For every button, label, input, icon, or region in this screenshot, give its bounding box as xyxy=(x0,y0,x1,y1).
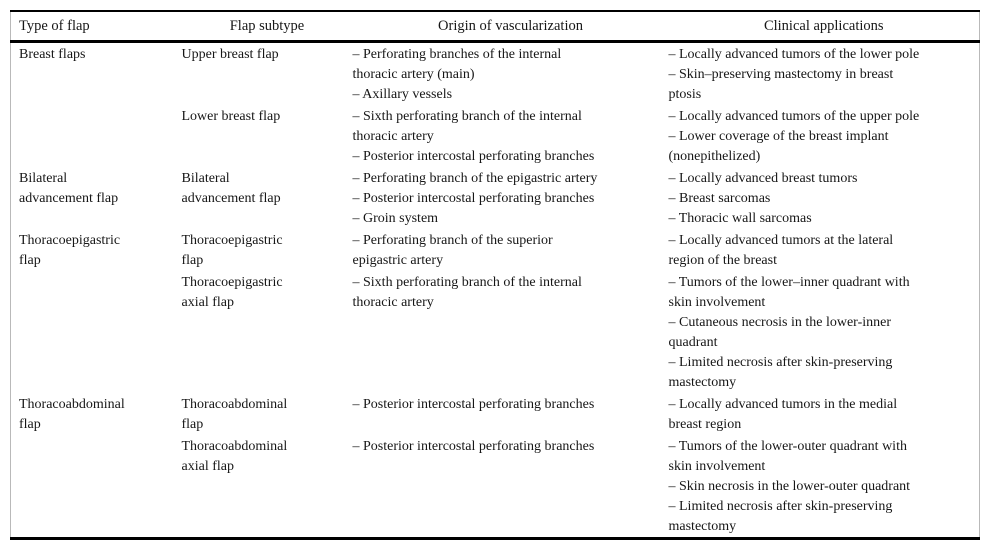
cell-applications: – Locally advanced tumors in the medial … xyxy=(668,396,898,432)
cell-applications: – Locally advanced tumors at the lateral… xyxy=(668,232,894,268)
cell-origin: – Posterior intercostal perforating bran… xyxy=(352,438,595,454)
table-body: Breast flaps Upper breast flap – Perforati… xyxy=(11,41,980,538)
table-row: Thoracoepigastric axial flap – Sixth perf… xyxy=(11,271,980,393)
cell-subtype: Lower breast flap xyxy=(181,108,281,124)
cell-type xyxy=(11,271,182,393)
flap-types-table: Type of flap Flap subtype Origin of vasc… xyxy=(10,10,980,540)
cell-applications: – Locally advanced breast tumors – Breas… xyxy=(668,170,858,226)
cell-origin: – Perforating branch of the epigastric a… xyxy=(352,170,598,226)
column-header-type-of-flap: Type of flap xyxy=(10,11,182,43)
table-row: Thoracoepigastric flap Thoracoepigastric … xyxy=(11,229,980,271)
cell-applications: – Tumors of the lower–inner quadrant wit… xyxy=(668,274,910,390)
cell-type xyxy=(11,435,182,539)
column-header-clinical-applications: Clinical applications xyxy=(668,11,980,43)
cell-type: Breast flaps xyxy=(19,46,86,62)
table-row: Thoracoabdominal flap Thoracoabdominal fl… xyxy=(11,393,980,435)
header-row: Type of flap Flap subtype Origin of vasc… xyxy=(10,11,980,43)
cell-subtype: Thoracoabdominal axial flap xyxy=(181,438,288,474)
table-header: Type of flap Flap subtype Origin of vasc… xyxy=(10,11,980,43)
column-header-flap-subtype: Flap subtype xyxy=(181,11,353,43)
cell-type: Bilateral advancement flap xyxy=(19,170,119,206)
cell-subtype: Thoracoepigastric axial flap xyxy=(181,274,283,310)
table-row: Thoracoabdominal axial flap – Posterior i… xyxy=(11,435,980,539)
column-header-origin-of-vascularization: Origin of vascularization xyxy=(352,11,669,43)
cell-subtype: Bilateral advancement flap xyxy=(181,170,281,206)
cell-type: Thoracoepigastric flap xyxy=(19,232,121,268)
cell-subtype: Thoracoepigastric flap xyxy=(181,232,283,268)
cell-origin: – Sixth perforating branch of the intern… xyxy=(352,274,582,310)
cell-origin: – Posterior intercostal perforating bran… xyxy=(352,396,595,412)
cell-subtype: Upper breast flap xyxy=(181,46,279,62)
cell-origin: – Sixth perforating branch of the intern… xyxy=(352,108,595,164)
cell-applications: – Tumors of the lower-outer quadrant wit… xyxy=(668,438,911,534)
cell-applications: – Locally advanced tumors of the lower p… xyxy=(668,46,920,102)
cell-subtype: Thoracoabdominal flap xyxy=(181,396,288,432)
table-row: Breast flaps Upper breast flap – Perforati… xyxy=(11,41,980,105)
cell-applications: – Locally advanced tumors of the upper p… xyxy=(668,108,920,164)
table-row: Lower breast flap – Sixth perforating bra… xyxy=(11,105,980,167)
cell-type xyxy=(11,105,182,167)
table-row: Bilateral advancement flap Bilateral adva… xyxy=(11,167,980,229)
cell-origin: – Perforating branches of the internal t… xyxy=(352,46,562,102)
cell-type: Thoracoabdominal flap xyxy=(19,396,125,432)
cell-origin: – Perforating branch of the superior epi… xyxy=(352,232,553,268)
